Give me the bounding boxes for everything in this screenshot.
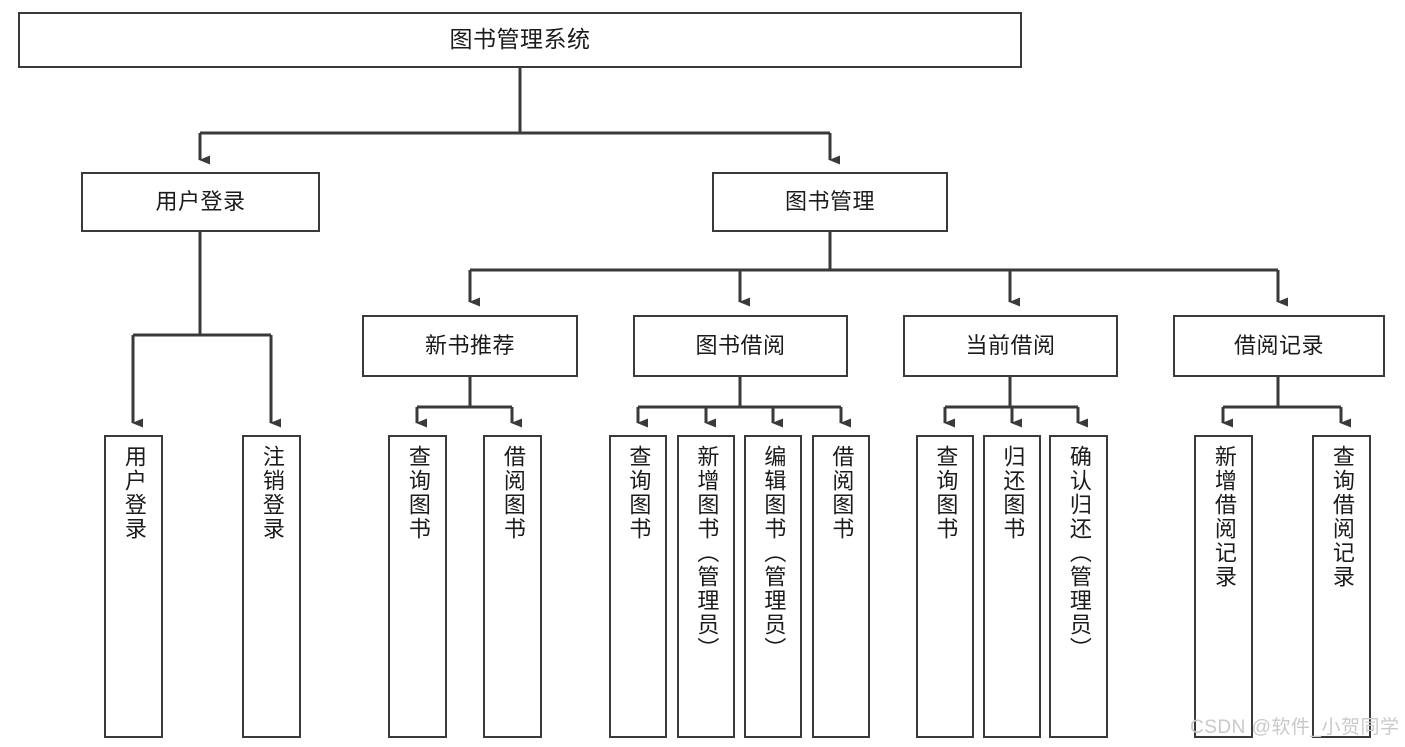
leaf-record-add[interactable]: 新增借阅记录 [1194,435,1253,738]
node-label: 借阅记录 [1233,333,1324,359]
leaf-borrow-edit[interactable]: 编辑图书（管理员） [744,435,802,738]
watermark: CSDN @软件_小贺同学 [1190,717,1400,738]
node-label: 借阅图书 [500,445,526,541]
node-label: 借阅图书 [829,445,855,541]
node-label: 查询借阅记录 [1329,445,1355,589]
node-label: 查询图书 [933,445,959,541]
node-book-borrow[interactable]: 图书借阅 [633,315,848,377]
node-label: 查询图书 [626,445,652,541]
leaf-record-query[interactable]: 查询借阅记录 [1312,435,1371,738]
leaf-borrow-query[interactable]: 查询图书 [609,435,667,738]
node-root-system[interactable]: 图书管理系统 [18,12,1022,68]
node-user-login[interactable]: 用户登录 [81,172,320,232]
leaf-borrow-borrow[interactable]: 借阅图书 [812,435,870,738]
node-label: 编辑图书（管理员） [761,445,787,661]
node-label: 图书管理系统 [449,26,591,53]
node-label: 用户登录 [121,445,147,541]
node-label: 图书管理 [784,189,875,215]
node-label: 新增借阅记录 [1211,445,1237,589]
leaf-current-return[interactable]: 归还图书 [983,435,1041,738]
node-label: 图书借阅 [695,333,786,359]
leaf-borrow-add[interactable]: 新增图书（管理员） [677,435,735,738]
node-label: 注销登录 [259,445,285,541]
node-book-management[interactable]: 图书管理 [712,172,948,232]
node-current-borrow[interactable]: 当前借阅 [903,315,1118,377]
leaf-new-book-borrow[interactable]: 借阅图书 [483,435,542,738]
node-label: 当前借阅 [965,333,1056,359]
node-label: 新增图书（管理员） [694,445,720,661]
node-borrow-record[interactable]: 借阅记录 [1173,315,1385,377]
leaf-current-query[interactable]: 查询图书 [916,435,974,738]
node-new-book-recommend[interactable]: 新书推荐 [362,315,578,377]
node-label: 归还图书 [1000,445,1026,541]
leaf-user-login-logout[interactable]: 注销登录 [242,435,301,738]
leaf-new-book-query[interactable]: 查询图书 [388,435,447,738]
leaf-current-confirm-return[interactable]: 确认归还（管理员） [1049,435,1108,738]
node-label: 确认归还（管理员） [1066,445,1092,661]
leaf-user-login-login[interactable]: 用户登录 [104,435,163,738]
node-label: 查询图书 [405,445,431,541]
node-label: 新书推荐 [424,333,515,359]
node-label: 用户登录 [155,189,246,215]
